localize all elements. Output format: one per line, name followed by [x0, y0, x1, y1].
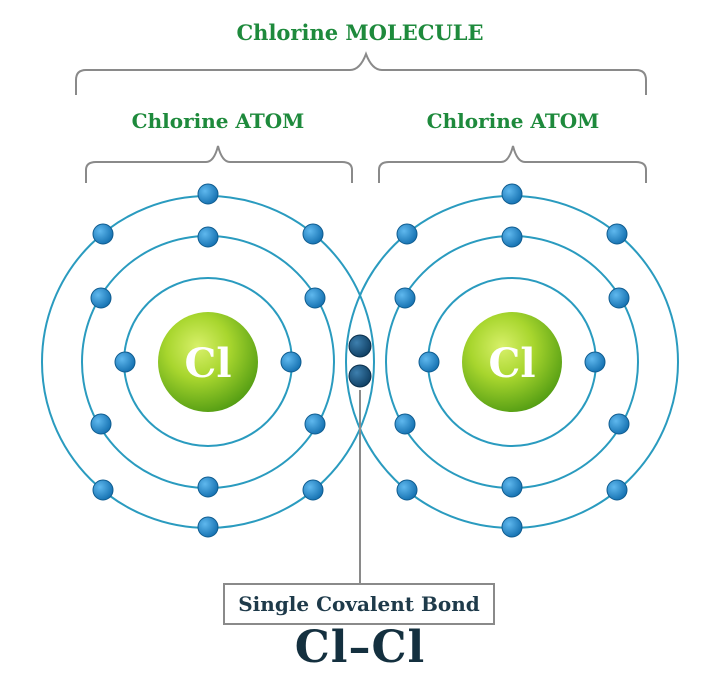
bond-label: Single Covalent Bond — [238, 592, 480, 616]
right-atom-bracket — [378, 145, 647, 183]
electron — [90, 413, 112, 435]
right-electrons — [394, 183, 630, 538]
electron — [304, 287, 326, 309]
right-nucleus — [462, 312, 562, 412]
right-nucleus-symbol: Cl — [488, 340, 535, 387]
shared-electron — [348, 364, 372, 388]
electron — [501, 516, 523, 538]
electron — [501, 476, 523, 498]
electron — [608, 287, 630, 309]
electron — [396, 223, 418, 245]
electron — [302, 223, 324, 245]
shared-electron — [348, 334, 372, 358]
electron — [606, 223, 628, 245]
electron — [418, 351, 440, 373]
electron — [396, 479, 418, 501]
electron — [197, 226, 219, 248]
right-atom-label: Chlorine ATOM — [427, 109, 600, 133]
left-atom-bracket — [85, 145, 353, 183]
shared-electron-pair — [348, 334, 372, 388]
electron — [304, 413, 326, 435]
electron — [608, 413, 630, 435]
electron — [114, 351, 136, 373]
electron — [92, 479, 114, 501]
electron — [197, 476, 219, 498]
electron — [501, 226, 523, 248]
bond-formula: Cl–Cl — [294, 622, 426, 673]
electron — [394, 413, 416, 435]
electron — [394, 287, 416, 309]
electron — [197, 183, 219, 205]
molecule-label: Chlorine MOLECULE — [236, 20, 483, 45]
electron — [92, 223, 114, 245]
bond-label-box: Single Covalent Bond — [223, 583, 495, 625]
electron — [280, 351, 302, 373]
electron — [197, 516, 219, 538]
left-nucleus-symbol: Cl — [184, 340, 231, 387]
electron — [501, 183, 523, 205]
electron — [302, 479, 324, 501]
left-atom-label: Chlorine ATOM — [132, 109, 305, 133]
left-nucleus — [158, 312, 258, 412]
molecule-bracket — [75, 51, 647, 95]
electron — [90, 287, 112, 309]
electron — [606, 479, 628, 501]
left-electrons — [90, 183, 326, 538]
electron — [584, 351, 606, 373]
